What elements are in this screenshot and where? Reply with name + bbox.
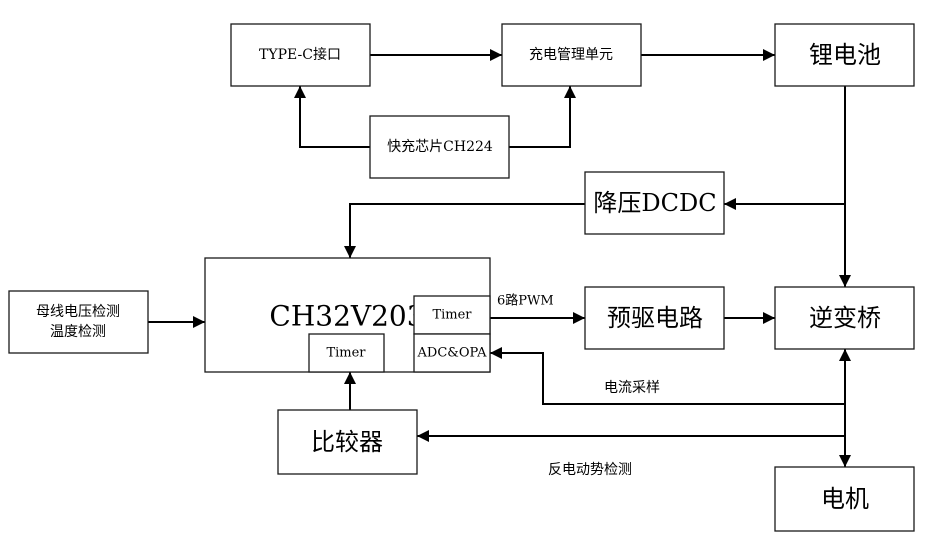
node-sensing: 母线电压检测 温度检测 <box>8 290 149 354</box>
node-inverter-label: 逆变桥 <box>809 304 881 332</box>
edge-fast-charge-to-charge-mgmt <box>509 86 576 148</box>
node-predriver-label: 预驱电路 <box>607 304 703 332</box>
node-sensing-label-2: 温度检测 <box>50 324 106 340</box>
node-mcu: CH32V203 Timer ADC&OPA Timer <box>204 257 491 373</box>
node-typec: TYPE-C接口 <box>230 23 371 87</box>
node-inverter: 逆变桥 <box>774 286 915 350</box>
mcu-timer-cmp: Timer <box>308 333 385 373</box>
edge-label-bemf: 反电动势检测 <box>548 462 632 478</box>
node-battery: 锂电池 <box>774 23 915 87</box>
node-sensing-label-1: 母线电压检测 <box>36 304 120 320</box>
mcu-adc-opa: ADC&OPA <box>413 333 491 373</box>
node-mcu-label: CH32V203 <box>269 300 424 333</box>
edge-buck-to-mcu <box>344 203 585 258</box>
node-comparator-label: 比较器 <box>311 428 383 456</box>
mcu-adc-opa-label: ADC&OPA <box>417 346 488 361</box>
edge-current-sampling <box>490 347 845 405</box>
node-fast-charge-label: 快充芯片CH224 <box>387 139 493 155</box>
edge-fast-charge-to-typec <box>294 86 370 148</box>
node-typec-label: TYPE-C接口 <box>259 46 341 63</box>
node-buck-label: 降压DCDC <box>593 189 716 217</box>
node-fast-charge: 快充芯片CH224 <box>369 115 510 179</box>
node-charge-mgmt: 充电管理单元 <box>501 23 642 87</box>
mcu-timer-pwm: Timer <box>413 295 491 335</box>
node-charge-mgmt-label: 充电管理单元 <box>529 47 613 63</box>
node-predriver: 预驱电路 <box>584 286 725 350</box>
node-motor-label: 电机 <box>821 485 869 513</box>
edge-label-pwm: 6路PWM <box>497 293 554 309</box>
mcu-timer-pwm-label: Timer <box>432 308 472 323</box>
node-battery-label: 锂电池 <box>809 41 881 69</box>
node-buck: 降压DCDC <box>584 171 725 235</box>
mcu-timer-cmp-label: Timer <box>326 346 366 361</box>
node-comparator: 比较器 <box>277 409 418 475</box>
edge-label-current: 电流采样 <box>604 380 660 396</box>
node-motor: 电机 <box>774 466 915 532</box>
